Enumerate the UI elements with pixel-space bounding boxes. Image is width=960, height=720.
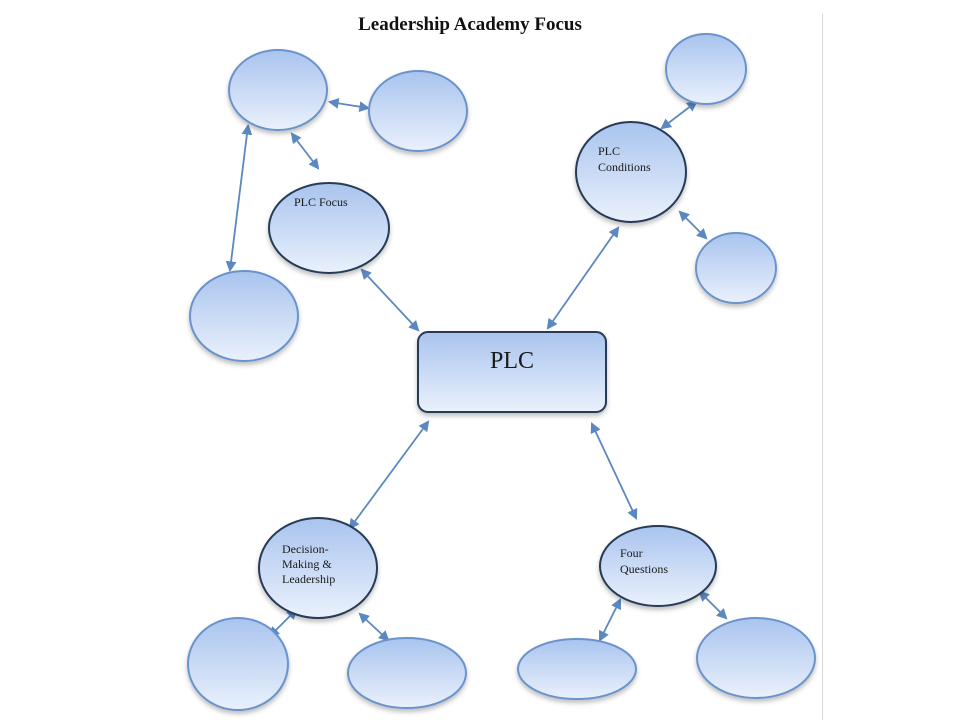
empty-bubble-right — [695, 232, 777, 304]
node-label-four-questions: Four Questions — [620, 546, 668, 576]
node-label-plc-focus: PLC Focus — [294, 195, 348, 209]
empty-bubble-bottom-2 — [347, 637, 467, 709]
empty-bubble-top-right — [665, 33, 747, 105]
node-label-line: Conditions — [598, 160, 651, 174]
arrow-topleft-bubble-to-top-mid-bubble — [327, 98, 371, 112]
node-decision-making-leadership: Decision- Making & Leadership — [258, 517, 378, 619]
arrow-plc-conditions-to-topright-bubble — [660, 100, 698, 130]
node-label-line: Decision- — [282, 542, 329, 556]
arrow-decision-to-bottom-bubble-2 — [358, 612, 390, 642]
arrow-plc-to-plc-focus — [360, 268, 420, 332]
node-plc-focus: PLC Focus — [268, 182, 390, 274]
page-title: Leadership Academy Focus — [358, 14, 582, 35]
node-label-decision-making-leadership: Decision- Making & Leadership — [282, 542, 335, 586]
node-label-line: PLC — [598, 144, 620, 158]
arrow-four-questions-to-bottom-bubble-3 — [599, 598, 621, 642]
arrow-plc-focus-to-topleft-bubble — [290, 132, 320, 170]
empty-bubble-top-middle — [368, 70, 468, 152]
node-plc: PLC — [417, 331, 607, 413]
node-plc-conditions: PLC Conditions — [575, 121, 687, 223]
arrow-plc-to-four-questions — [590, 422, 638, 520]
arrow-topleft-bubble-to-left-bubble — [225, 123, 253, 273]
arrow-plc-to-decision — [348, 420, 430, 530]
node-label-line: Questions — [620, 562, 668, 576]
node-label-line: Four — [620, 546, 643, 560]
connectors — [225, 98, 728, 642]
empty-bubble-top-left — [228, 49, 328, 131]
empty-bubble-bottom-right — [696, 617, 816, 699]
node-label-plc: PLC — [490, 348, 534, 374]
node-label-line: Leadership — [282, 572, 335, 586]
main-nodes: PLC Focus PLC Conditions Decision- Makin… — [258, 121, 717, 619]
arrow-four-questions-to-bottomright-bubble — [698, 590, 728, 620]
node-label-line: Making & — [282, 557, 332, 571]
empty-bubble-bottom-3 — [517, 638, 637, 700]
node-label-plc-conditions: PLC Conditions — [598, 144, 651, 174]
node-four-questions: Four Questions — [599, 525, 717, 607]
empty-bubble-bottom-left — [187, 617, 289, 711]
page-edge-line — [822, 14, 823, 720]
empty-bubble-left — [189, 270, 299, 362]
arrow-plc-to-plc-conditions — [546, 226, 620, 330]
leaf-bubbles — [187, 33, 816, 711]
arrow-plc-conditions-to-right-bubble — [678, 210, 708, 240]
